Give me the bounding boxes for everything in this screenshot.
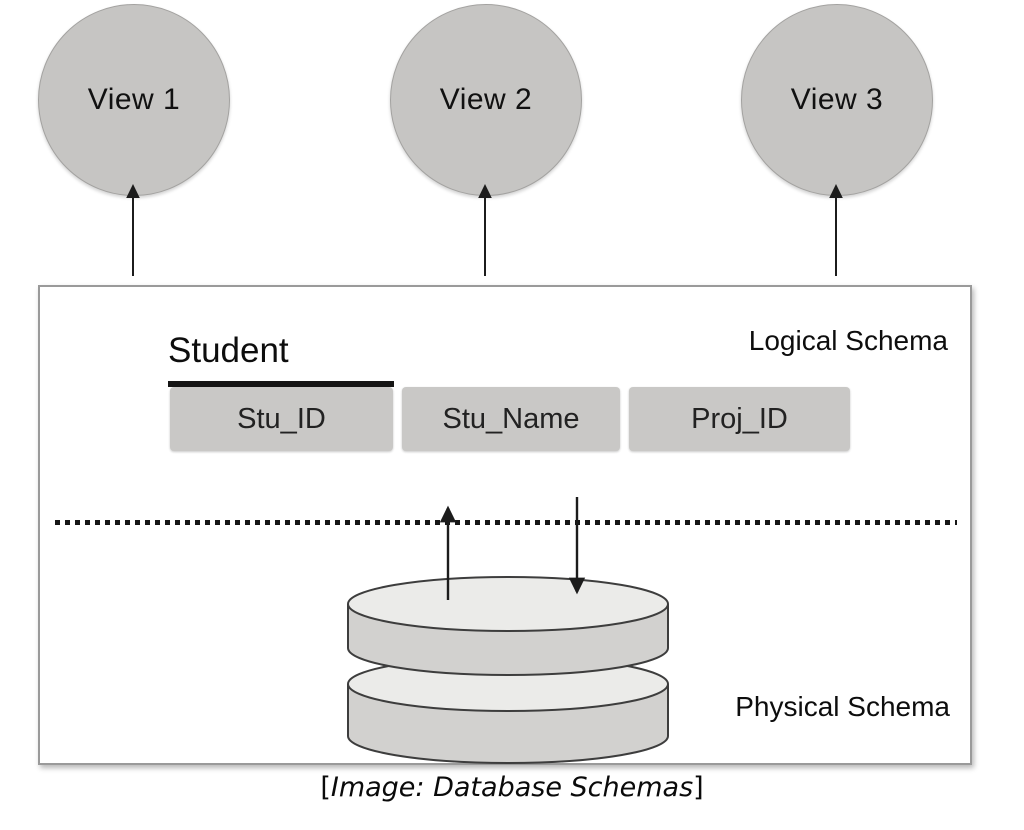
view-3-circle: View 3	[741, 4, 933, 196]
view-1-circle: View 1	[38, 4, 230, 196]
physical-schema-label: Physical Schema	[735, 691, 950, 722]
image-caption: [Image: Database Schemas]	[0, 772, 1024, 803]
column-cell-stu-name: Stu_Name	[402, 387, 620, 451]
caption-close-bracket: ]	[693, 772, 704, 803]
view-3-label: View 3	[790, 83, 884, 116]
schema-divider-dotted-line	[55, 520, 957, 525]
student-table-title: Student	[168, 331, 289, 370]
logical-schema-label: Logical Schema	[748, 325, 948, 356]
view-1-label: View 1	[87, 83, 181, 116]
caption-open-bracket: [	[320, 772, 331, 803]
database-cylinder-icon	[347, 576, 669, 764]
view-2-label: View 2	[439, 83, 533, 116]
student-table-underline	[168, 381, 394, 387]
caption-text: Image: Database Schemas	[330, 772, 694, 803]
column-cell-proj-id: Proj_ID	[629, 387, 850, 451]
column-cell-stu-id: Stu_ID	[170, 387, 393, 451]
